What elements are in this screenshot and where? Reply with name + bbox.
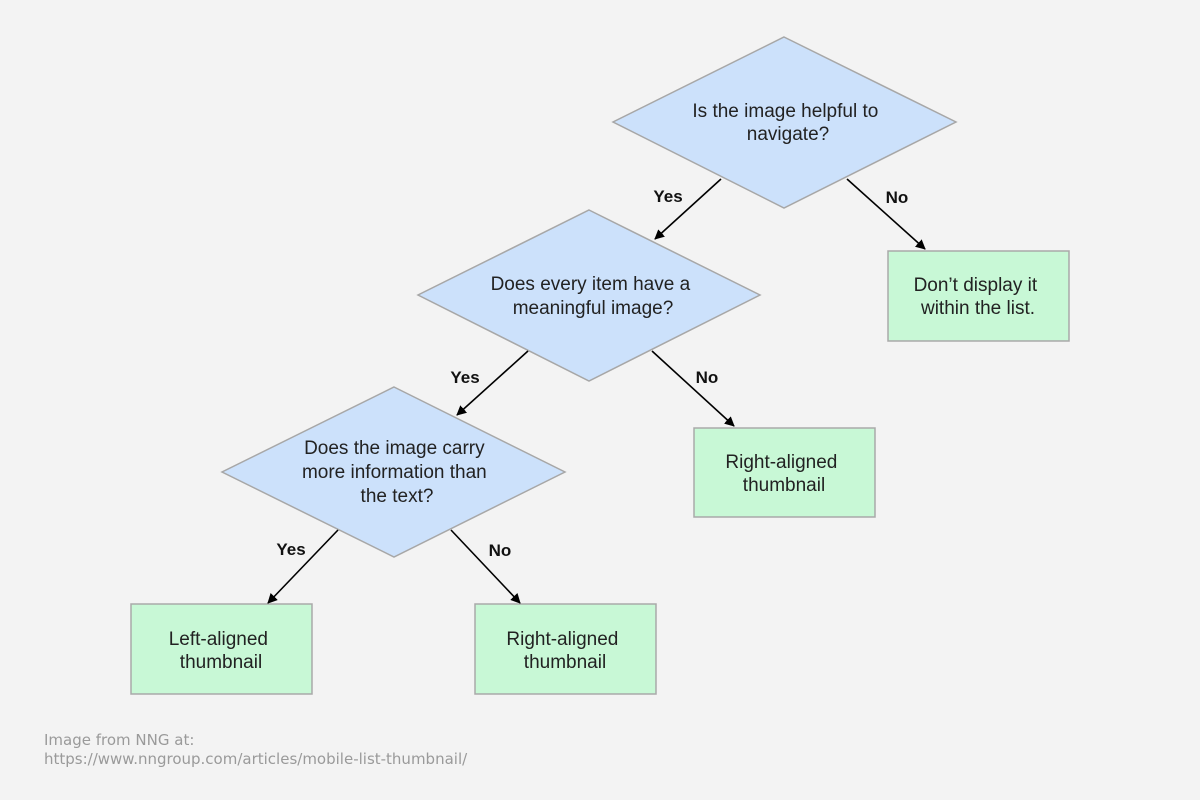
decision-diamond	[220, 386, 567, 558]
edge-label-yes: Yes	[276, 540, 305, 559]
edge-more-info-yes: Yes	[267, 529, 339, 604]
decision-diamond	[611, 36, 958, 209]
edge-meaningful-yes: Yes	[450, 350, 529, 416]
outcome-label-line: thumbnail	[524, 652, 606, 673]
outcome-box	[130, 603, 313, 695]
outcome-right-aligned-thumbnail: Right-aligned thumbnail	[474, 603, 657, 695]
edge-label-no: No	[489, 541, 512, 560]
decision-label-line: Is the image helpful to	[692, 101, 878, 122]
decision-label-line: the text?	[361, 486, 434, 507]
outcome-right-aligned-thumbnail: Right-aligned thumbnail	[693, 427, 876, 518]
edge-label-no: No	[696, 368, 719, 387]
outcome-label-line: thumbnail	[743, 475, 825, 496]
credit-line-source: Image from NNG at:	[44, 731, 195, 749]
decision-label-line: Does every item have a	[491, 274, 691, 295]
arrow-connector	[654, 178, 722, 240]
outcome-box	[693, 427, 876, 518]
edge-helpful-no: No	[846, 178, 926, 250]
credit-line-url: https://www.nngroup.com/articles/mobile-…	[44, 750, 468, 768]
image-credit: Image from NNG at: https://www.nngroup.c…	[44, 731, 467, 769]
outcome-dont-display: Don’t display it within the list.	[887, 250, 1070, 342]
decision-label: Is the image helpful to navigate?	[692, 101, 883, 145]
outcome-label: Don’t display it within the list.	[914, 275, 1043, 319]
outcome-label-line: Don’t display it	[914, 275, 1038, 296]
arrow-connector	[267, 529, 339, 604]
outcome-label-line: within the list.	[920, 298, 1035, 319]
outcome-label: Right-aligned thumbnail	[725, 452, 842, 496]
outcome-box	[887, 250, 1070, 342]
outcome-label: Right-aligned thumbnail	[506, 629, 623, 673]
decision-label-line: more information than	[302, 462, 487, 483]
decision-more-information-than-text: Does the image carry more information th…	[220, 386, 567, 558]
edge-label-yes: Yes	[653, 187, 682, 206]
decision-every-item-meaningful-image: Does every item have a meaningful image?	[416, 209, 762, 382]
decision-label-line: navigate?	[747, 124, 829, 145]
arrow-connector	[846, 178, 926, 250]
edge-meaningful-no: No	[651, 350, 735, 427]
arrow-connector	[651, 350, 735, 427]
decision-label: Does the image carry more information th…	[302, 438, 492, 507]
outcome-box	[474, 603, 657, 695]
arrow-connector	[456, 350, 529, 416]
outcome-left-aligned-thumbnail: Left-aligned thumbnail	[130, 603, 313, 695]
decision-label-line: Does the image carry	[304, 438, 485, 459]
outcome-label-line: Right-aligned	[725, 452, 837, 473]
decision-diamond	[416, 209, 762, 382]
outcome-label-line: thumbnail	[180, 652, 262, 673]
edge-label-no: No	[886, 188, 909, 207]
edge-more-info-no: No	[450, 529, 521, 604]
decision-label-line: meaningful image?	[513, 298, 674, 319]
arrow-connector	[450, 529, 521, 604]
outcome-label-line: Right-aligned	[506, 629, 618, 650]
outcome-label-line: Left-aligned	[169, 629, 268, 650]
edge-label-yes: Yes	[450, 368, 479, 387]
edge-helpful-yes: Yes	[653, 178, 722, 240]
decision-helpful-to-navigate: Is the image helpful to navigate?	[611, 36, 958, 209]
outcome-label: Left-aligned thumbnail	[169, 629, 274, 673]
decision-label: Does every item have a meaningful image?	[491, 274, 696, 319]
